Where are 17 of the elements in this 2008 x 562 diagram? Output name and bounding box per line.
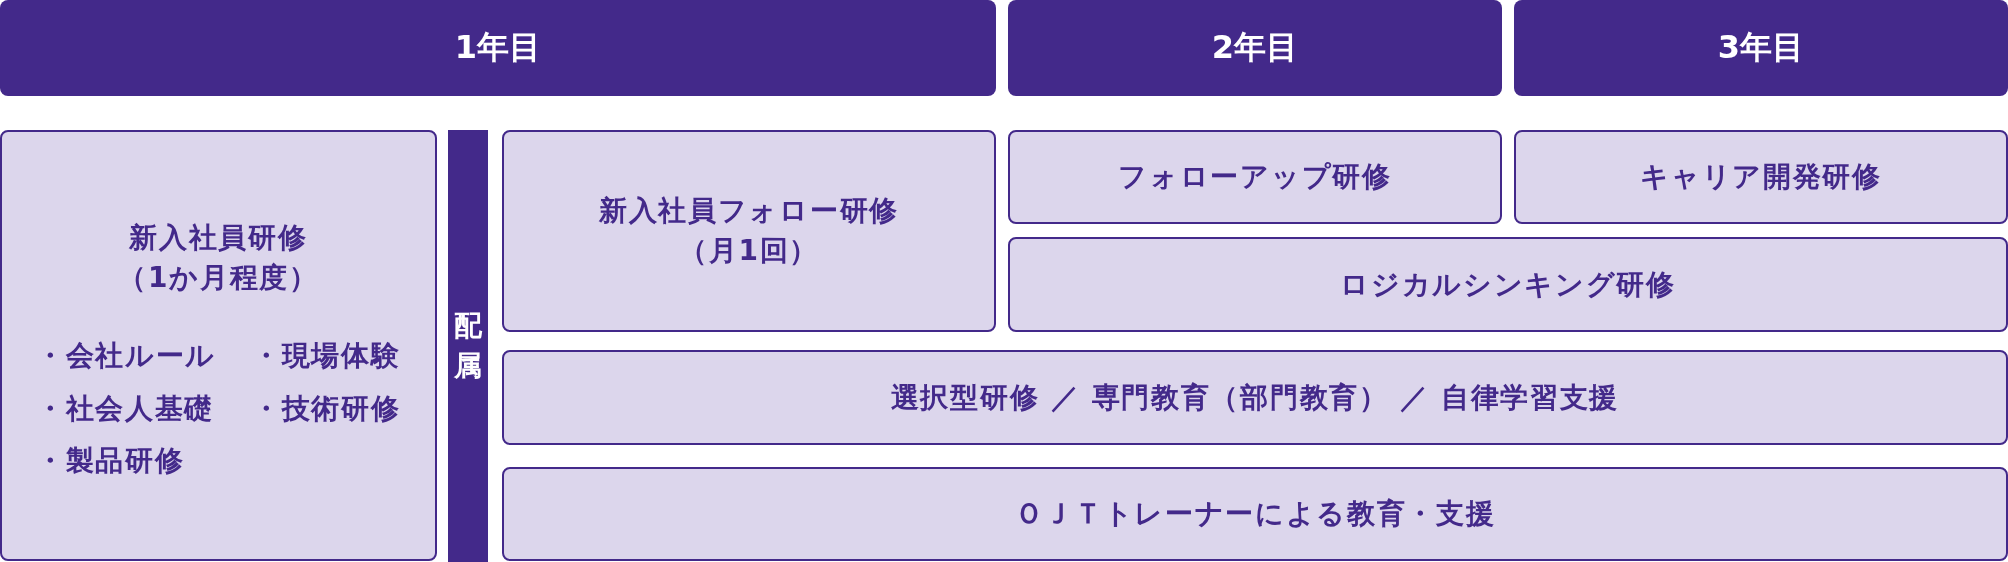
training-box: キャリア開発研修: [1514, 130, 2008, 224]
year-header: 2年目: [1008, 0, 1502, 96]
vertical-banner: 配属: [448, 130, 488, 562]
list-item: ・会社ルール: [36, 338, 217, 374]
training-box: ロジカルシンキング研修: [1008, 237, 2008, 332]
training-box: 新入社員フォロー研修（月1回）: [502, 130, 996, 332]
list-item: ・製品研修: [36, 443, 185, 479]
training-box: フォローアップ研修: [1008, 130, 1502, 224]
training-box: 選択型研修 ／ 専門教育（部門教育） ／ 自律学習支援: [502, 350, 2008, 445]
list-item: ・社会人基礎: [36, 391, 215, 427]
training-box: ＯＪＴトレーナーによる教育・支援: [502, 467, 2008, 561]
box-title: 新入社員研修（1か月程度）: [117, 220, 320, 296]
list-item: ・現場体験: [252, 338, 401, 374]
year-header: 1年目: [0, 0, 996, 96]
year-header: 3年目: [1514, 0, 2008, 96]
list-item: ・技術研修: [252, 391, 401, 427]
training-box: [0, 130, 437, 561]
